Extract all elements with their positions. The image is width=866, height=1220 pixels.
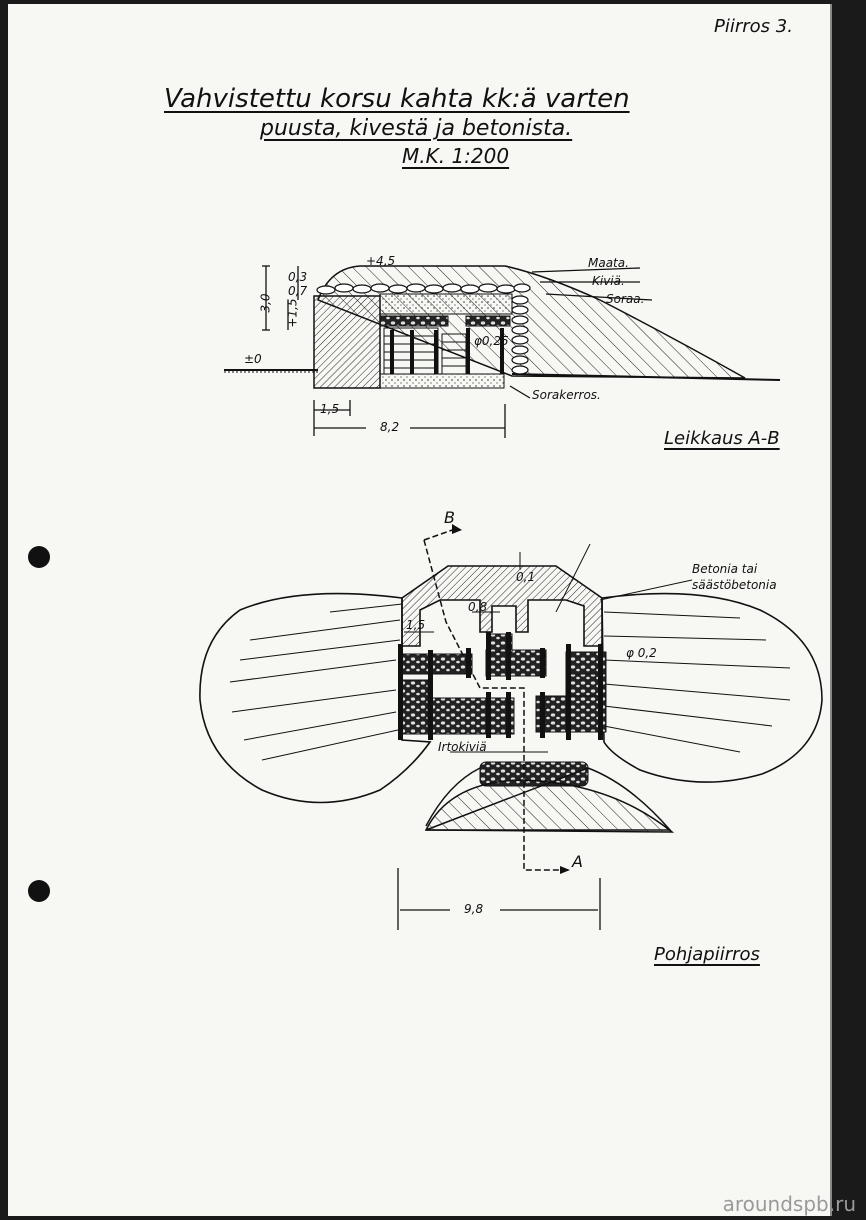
cut-label-a: A (572, 852, 583, 871)
section-title: Leikkaus A-B (664, 428, 780, 449)
dim-roof-2: 0,7 (288, 284, 308, 298)
title-line-2: puusta, kivestä ja betonista. (260, 116, 573, 141)
layer-stones: Kiviä. (592, 274, 625, 288)
dim-post: φ0,25 (474, 334, 509, 348)
binder-hole (28, 546, 50, 568)
title-line-1: Vahvistettu korsu kahta kk:ä varten (164, 84, 630, 114)
dim-plan-width: 9,8 (464, 902, 484, 916)
dim-depth: +1,5 (285, 298, 300, 328)
sheet-number: Piirros 3. (714, 16, 793, 37)
dim-passage: 0,8 (468, 600, 488, 614)
dim-log: φ 0,2 (626, 646, 657, 660)
layer-gravel: Soraa. (606, 292, 645, 306)
dim-height: 3,0 (258, 293, 273, 313)
dim-left-wall: 1,5 (320, 402, 340, 416)
concrete-note-2: säästöbetonia (692, 578, 777, 592)
layer-soil: Maata. (588, 256, 629, 270)
binder-hole (28, 880, 50, 902)
plan-view (199, 524, 823, 930)
section-view (224, 265, 781, 438)
concrete-note-1: Betonia tai (692, 562, 758, 576)
elevation-zero: ±0 (244, 352, 262, 366)
gravel-layer-label: Sorakerros. (532, 388, 601, 402)
dim-section-width: 8,2 (380, 420, 400, 434)
elevation-top: +4,5 (366, 254, 396, 268)
loose-stones-label: Irtokiviä (438, 740, 487, 754)
dim-wall-plan: 1,5 (406, 618, 426, 632)
watermark: aroundspb.ru (722, 1192, 856, 1216)
dim-roof-1: 0,3 (288, 270, 308, 284)
scale-label: M.K. 1:200 (402, 144, 510, 168)
plan-title: Pohjapiirros (654, 944, 760, 965)
cut-label-b: B (444, 508, 455, 527)
dim-roof-plan: 0,1 (516, 570, 536, 584)
